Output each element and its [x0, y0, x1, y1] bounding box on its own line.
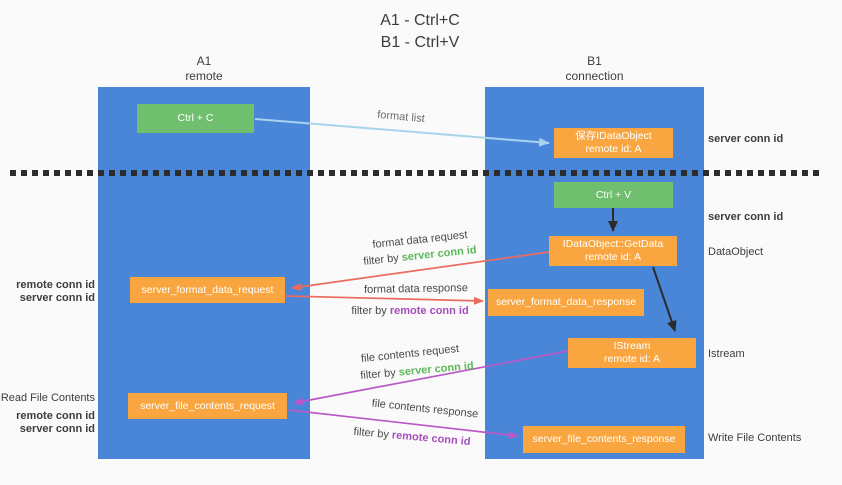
node-server-format-data-response-label: server_format_data_response	[495, 296, 637, 308]
node-server-file-contents-response-label: server_file_contents_response	[532, 433, 676, 445]
lifeline-b-name: B1	[587, 54, 602, 68]
arrow-file-contents-request	[293, 350, 569, 406]
arrow-format-data-request	[291, 251, 550, 291]
title-line-2: B1 - Ctrl+V	[380, 34, 460, 51]
label-server-conn-id-right-mid: server conn id	[708, 211, 784, 223]
node-ctrl-c-label: Ctrl + C	[177, 112, 214, 124]
label-remote-conn-id-left-2: remote conn id	[16, 410, 95, 422]
lifeline-a-name: A1	[196, 54, 212, 68]
arrow-file-contents-response	[288, 409, 519, 439]
label-remote-conn-id-left-1: remote conn id	[16, 279, 95, 291]
filter-by-text: filter by	[351, 305, 390, 317]
node-istream-line1: IStream	[613, 340, 651, 352]
node-getdata-line1: IDataObject::GetData	[562, 238, 664, 250]
node-server-format-data-response: server_format_data_response	[488, 289, 644, 316]
node-ctrl-c: Ctrl + C	[137, 104, 254, 133]
node-save-dataobject: 保存IDataObject remote id: A	[554, 128, 673, 158]
phase-separator-dashed-line	[10, 170, 823, 176]
node-save-dataobject-line2: remote id: A	[585, 143, 642, 155]
label-read-file-contents: Read File Contents	[0, 392, 95, 404]
node-getdata-line2: remote id: A	[584, 251, 641, 263]
node-save-dataobject-line1: 保存IDataObject	[575, 130, 652, 142]
node-server-file-contents-request-label: server_file_contents_request	[140, 399, 275, 412]
remote-conn-id-text: remote conn id	[389, 305, 469, 317]
node-ctrl-v-label: Ctrl + V	[595, 188, 632, 201]
label-server-conn-id-left-2: server conn id	[19, 423, 95, 435]
diagram-title: A1 - Ctrl+C B1 - Ctrl+V	[300, 10, 540, 54]
node-server-file-contents-request: server_file_contents_request	[128, 393, 287, 419]
node-server-format-data-request-label: server_format_data_request	[141, 283, 274, 296]
lifeline-b-header: B1 connection	[485, 54, 704, 84]
arrow-format-list	[254, 118, 550, 147]
label-server-conn-id-right-top: server conn id	[708, 133, 784, 145]
label-filter-by-remote-conn-id-1: filter by remote conn id	[351, 305, 468, 317]
node-istream: IStream remote id: A	[568, 338, 696, 368]
label-istream: Istream	[708, 348, 745, 360]
label-format-data-response: format data response	[363, 282, 469, 296]
lifeline-b-role: connection	[565, 69, 624, 83]
label-write-file-contents: Write File Contents	[708, 432, 802, 444]
lifeline-a-header: A1 remote	[98, 54, 310, 84]
node-istream-line2: remote id: A	[603, 353, 661, 365]
node-server-file-contents-response: server_file_contents_response	[523, 426, 685, 453]
label-dataobject: DataObject	[708, 246, 764, 258]
node-getdata: IDataObject::GetData remote id: A	[549, 236, 677, 266]
arrow-getdata-to-istream	[652, 266, 677, 332]
arrow-format-data-response	[285, 295, 484, 305]
label-server-conn-id-left-1: server conn id	[19, 292, 95, 304]
lifeline-a-role: remote	[185, 69, 223, 83]
title-line-1: A1 - Ctrl+C	[380, 12, 460, 29]
node-ctrl-v: Ctrl + V	[554, 182, 673, 208]
node-server-format-data-request: server_format_data_request	[130, 277, 285, 303]
